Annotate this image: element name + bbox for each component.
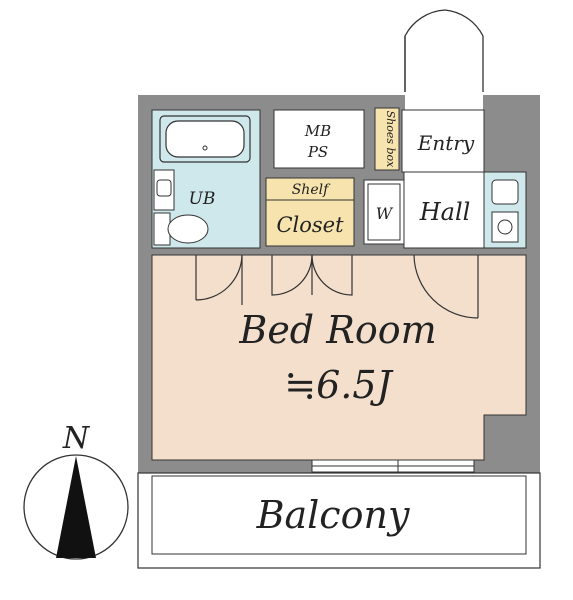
- shoes-box-label: Shoes box: [384, 111, 397, 169]
- bathtub-drain: [202, 145, 208, 151]
- compass-arrow-icon: [56, 456, 96, 558]
- bath-door-swing: [195, 254, 243, 301]
- bedroom-size: ≒6.5J: [284, 363, 393, 407]
- entry-door-arc: [404, 9, 484, 92]
- kitchen-stove: [491, 211, 519, 243]
- kitchen-sink: [491, 179, 519, 205]
- w-label: W: [376, 204, 394, 223]
- ub-label: UB: [189, 189, 216, 209]
- shoes-box: [374, 107, 400, 171]
- toilet-bowl: [167, 214, 209, 244]
- washer-inner: [367, 183, 401, 241]
- north-label: N: [62, 421, 91, 456]
- bedroom-label: Bed Room: [238, 308, 436, 352]
- north-compass: N: [23, 421, 129, 560]
- kitchen-burner: [497, 219, 513, 235]
- hall-label: Hall: [419, 198, 471, 226]
- washer-space: [363, 179, 405, 245]
- hall-door-swing: [413, 254, 479, 319]
- closet-door-right: [311, 254, 353, 296]
- hall-floor: [403, 171, 485, 249]
- bath-sink-bowl: [156, 179, 172, 197]
- closet: [265, 199, 355, 247]
- balcony-inner: [151, 475, 527, 555]
- balcony-label: Balcony: [256, 493, 410, 537]
- shelf-label: Shelf: [292, 182, 331, 198]
- ps-label: PS: [307, 143, 328, 161]
- bathtub-inner: [165, 120, 245, 158]
- mb-ps-room: [273, 109, 365, 169]
- closet-label: Closet: [276, 213, 344, 237]
- closet-door-left: [271, 254, 313, 296]
- bedroom-floor: [151, 254, 527, 461]
- mb-label: MB: [304, 122, 331, 140]
- entry-label: Entry: [417, 131, 475, 155]
